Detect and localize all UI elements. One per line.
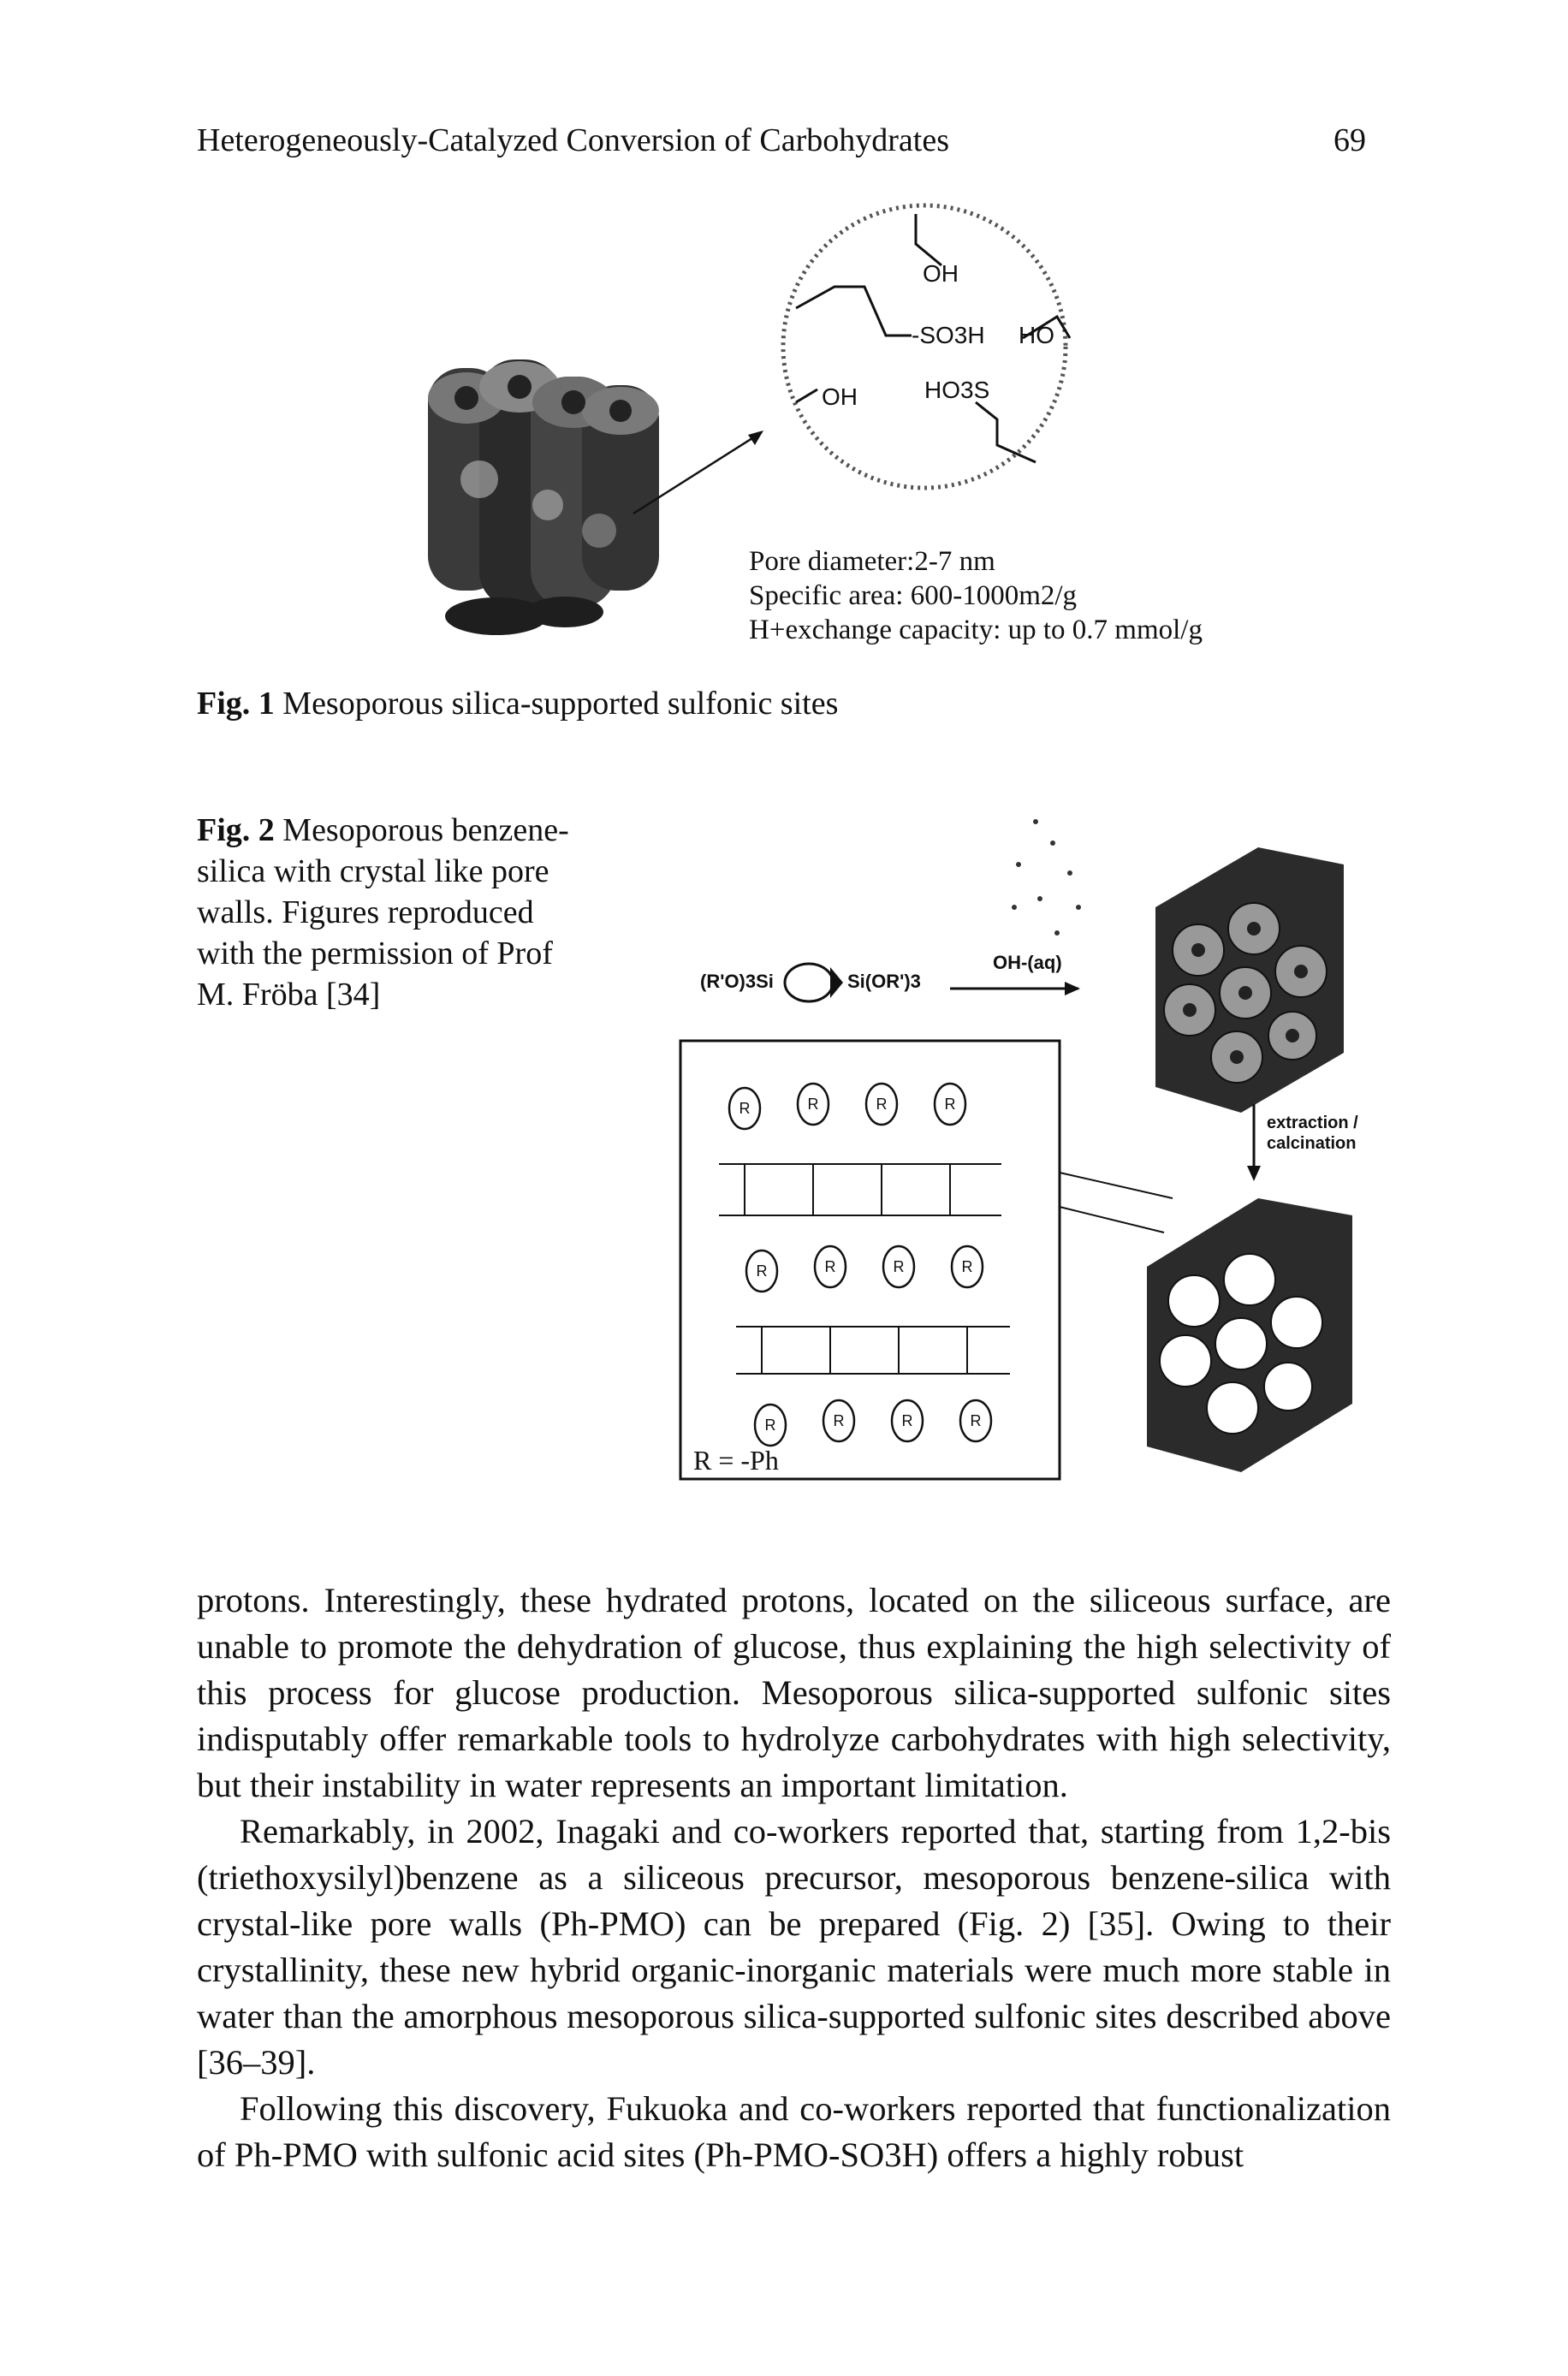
benzene-precursor <box>783 962 843 1003</box>
r-label: R <box>765 1417 776 1434</box>
figure2-caption-line: walls. Figures reproduced <box>197 894 534 930</box>
running-header-title: Heterogeneously-Catalyzed Conversion of … <box>197 122 950 158</box>
r-label: R <box>808 1096 819 1113</box>
body-paragraph: Remarkably, in 2002, Inagaki and co-work… <box>197 1812 1391 2082</box>
exchange-capacity-text: H+exchange capacity: up to 0.7 mmol/g <box>749 615 1203 645</box>
hexagonal-mesostructure-micelles <box>1155 847 1344 1113</box>
figure2-caption-line: M. Fröba [34] <box>197 977 381 1013</box>
si-o-lattice <box>719 1163 1010 1375</box>
figure1-caption-text: Mesoporous silica-supported sulfonic sit… <box>282 686 839 722</box>
arrow-label: OH-(aq) <box>993 952 1062 973</box>
silica-rods-illustration <box>428 359 659 635</box>
figure2-caption-line: Mesoporous benzene- <box>282 812 569 848</box>
r-label: R <box>902 1412 913 1429</box>
r-label: R <box>834 1412 845 1429</box>
pore-label-ho-right: HO <box>1019 322 1054 348</box>
pore-label-so3h: -SO3H <box>912 322 985 348</box>
pore-label-oh-top: OH <box>923 260 959 287</box>
zoom-pointer-line <box>633 431 763 515</box>
pore-diameter-text: Pore diameter:2-7 nm <box>749 546 995 577</box>
extraction-label-line2: calcination <box>1267 1134 1357 1153</box>
r-label: R <box>757 1262 768 1280</box>
body-paragraph: protons. Interestingly, these hydrated p… <box>197 1581 1391 1804</box>
r-label: R <box>971 1412 982 1429</box>
hexagonal-mesostructure-empty <box>1147 1198 1352 1472</box>
r-label: R <box>894 1258 905 1275</box>
extraction-label: extraction / calcination <box>1267 1113 1358 1154</box>
r-label: R <box>876 1096 888 1113</box>
precursor-left-label: (R'O)3Si <box>700 971 774 992</box>
figure2-caption-line: with the permission of Prof <box>197 936 553 971</box>
pore-label-oh-left: OH <box>822 383 858 410</box>
pore-chain-right <box>1022 314 1072 340</box>
r-label: R <box>739 1100 751 1117</box>
pore-label-ho3s: HO3S <box>924 377 990 403</box>
pore-chain-top <box>914 214 942 267</box>
page-number: 69 <box>1333 122 1366 158</box>
r-label: R <box>945 1096 956 1113</box>
extraction-label-line1: extraction / <box>1267 1114 1358 1132</box>
figure2-caption: Fig. 2 Mesoporous benzene- silica with c… <box>197 810 573 1015</box>
figure1-caption: Fig. 1 Mesoporous silica-supported sulfo… <box>197 683 838 724</box>
pore-chain-left <box>795 285 912 337</box>
body-text: protons. Interestingly, these hydrated p… <box>197 1577 1391 2178</box>
r-definition: R = -Ph <box>693 1445 779 1476</box>
benzene-groups <box>728 1082 993 1447</box>
r-label: R <box>825 1258 836 1275</box>
r-label: R <box>962 1258 973 1275</box>
pore-chain-bottom <box>975 401 1036 464</box>
precursor-right-label: Si(OR')3 <box>847 971 921 992</box>
figure2-caption-line: silica with crystal like pore <box>197 853 549 889</box>
figure1-specs: Pore diameter:2-7 nm Specific area: 600-… <box>749 544 1203 647</box>
figure2-caption-label: Fig. 2 <box>197 812 275 848</box>
pore-circle <box>781 203 1068 490</box>
figure1-caption-label: Fig. 1 <box>197 686 275 722</box>
body-paragraph: Following this discovery, Fukuoka and co… <box>197 2089 1391 2174</box>
specific-area-text: Specific area: 600-1000m2/g <box>749 580 1078 611</box>
